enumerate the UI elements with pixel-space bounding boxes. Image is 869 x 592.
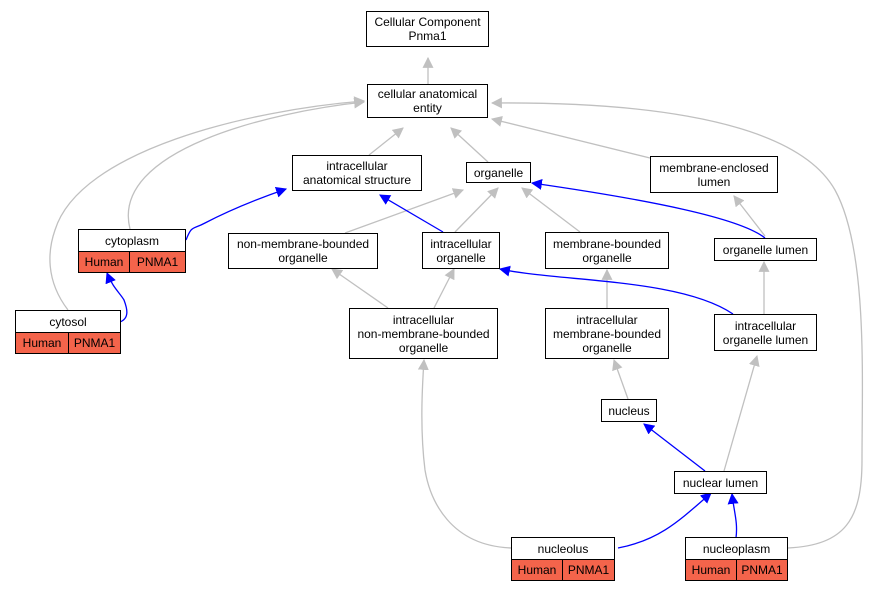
gene-cell: PNMA1 xyxy=(68,333,120,353)
gene-node-name: cytoplasm xyxy=(79,230,185,252)
node-intracellular-membrane-bounded-organelle[interactable]: intracellular membrane-bounded organelle xyxy=(545,308,669,359)
node-organelle-lumen[interactable]: organelle lumen xyxy=(714,238,817,261)
gene-node-nucleolus[interactable]: nucleolus Human PNMA1 xyxy=(511,537,615,581)
edge-nucleolus-inmbo xyxy=(417,358,513,549)
node-intracellular-organelle[interactable]: intracellular organelle xyxy=(422,232,500,269)
species-cell: Human xyxy=(691,563,731,577)
annotation-row: Human PNMA1 xyxy=(686,560,787,580)
annotation-row: Human PNMA1 xyxy=(79,252,185,272)
species-cell: Human xyxy=(84,255,124,269)
node-line: non-membrane-bounded xyxy=(236,237,370,251)
node-cellular-component[interactable]: Cellular Component Pnma1 xyxy=(366,11,489,47)
node-line: organelle xyxy=(582,340,632,355)
edge-mbo-organelle xyxy=(521,187,581,233)
gene-node-name: nucleolus xyxy=(512,538,614,560)
species-cell: Human xyxy=(22,336,62,350)
node-line: intracellular xyxy=(576,312,638,327)
edge-ol-mel xyxy=(733,195,766,237)
edge-cytosol-cytoplasm xyxy=(105,271,128,323)
edge-io-organelle xyxy=(454,187,499,233)
node-line: anatomical structure xyxy=(302,173,412,187)
gene-node-cytosol[interactable]: cytosol Human PNMA1 xyxy=(15,310,121,354)
edge-nucleoplasm-cae xyxy=(490,97,864,549)
edge-ias-cae xyxy=(368,127,404,156)
node-organelle[interactable]: organelle xyxy=(466,162,531,183)
edge-nl-iol xyxy=(723,354,760,472)
edge-nl-nucleus xyxy=(643,423,706,472)
node-line: membrane-bounded xyxy=(552,236,662,251)
node-line: intracellular xyxy=(430,236,492,251)
node-line: intracellular xyxy=(392,312,455,327)
edge-ol-organelle xyxy=(530,178,766,239)
gene-cell: PNMA1 xyxy=(129,252,185,272)
node-intracellular-organelle-lumen[interactable]: intracellular organelle lumen xyxy=(714,314,817,351)
gene-cell: PNMA1 xyxy=(736,560,787,580)
edge-nucleolus-nl xyxy=(617,492,712,549)
edge-organelle-cae xyxy=(450,127,489,163)
edge-nmbo-organelle xyxy=(344,188,465,234)
node-line: organelle xyxy=(582,250,632,265)
annotation-row: Human PNMA1 xyxy=(512,560,614,580)
node-line: Pnma1 xyxy=(408,29,447,43)
node-line: Cellular Component xyxy=(374,15,481,29)
node-line: cellular anatomical xyxy=(377,87,478,101)
edge-iol-io xyxy=(498,265,734,315)
edge-inmbo-nmbo xyxy=(331,268,389,309)
node-line: non-membrane-bounded xyxy=(357,326,490,341)
node-line: lumen xyxy=(697,174,731,189)
node-intracellular-anatomical-structure[interactable]: intracellular anatomical structure xyxy=(292,155,422,191)
node-line: organelle lumen xyxy=(722,242,809,257)
gene-node-nucleoplasm[interactable]: nucleoplasm Human PNMA1 xyxy=(685,537,788,581)
gene-node-name: cytosol xyxy=(16,311,120,333)
gene-node-name: nucleoplasm xyxy=(686,538,787,560)
node-line: organelle xyxy=(473,165,524,180)
edge-io-ias xyxy=(379,194,444,233)
node-line: entity xyxy=(413,101,442,115)
node-line: membrane-bounded xyxy=(552,326,662,341)
annotation-row: Human PNMA1 xyxy=(16,333,120,353)
gene-node-cytoplasm[interactable]: cytoplasm Human PNMA1 xyxy=(78,229,186,273)
node-line: nuclear lumen xyxy=(682,475,759,490)
species-cell: Human xyxy=(517,563,557,577)
edge-cytoplasm-cae xyxy=(127,97,366,230)
node-line: organelle xyxy=(278,251,328,265)
node-line: intracellular xyxy=(734,318,797,333)
node-membrane-enclosed-lumen[interactable]: membrane-enclosed lumen xyxy=(650,156,778,193)
node-nuclear-lumen[interactable]: nuclear lumen xyxy=(674,471,767,494)
node-line: organelle xyxy=(398,340,449,355)
node-intracellular-non-membrane-bounded-organelle[interactable]: intracellular non-membrane-bounded organ… xyxy=(349,308,498,359)
node-cellular-anatomical-entity[interactable]: cellular anatomical entity xyxy=(367,84,488,118)
node-non-membrane-bounded-organelle[interactable]: non-membrane-bounded organelle xyxy=(228,233,378,269)
gene-cell: PNMA1 xyxy=(562,560,614,580)
edge-cytosol-cae xyxy=(49,96,366,311)
node-line: intracellular xyxy=(326,159,388,173)
node-line: organelle lumen xyxy=(722,332,809,347)
node-nucleus[interactable]: nucleus xyxy=(601,399,657,422)
edge-cytoplasm-ias xyxy=(185,187,288,241)
edge-inmbo-io xyxy=(433,268,455,309)
node-membrane-bounded-organelle[interactable]: membrane-bounded organelle xyxy=(545,232,669,269)
node-line: organelle xyxy=(436,250,486,265)
edge-nucleoplasm-nl xyxy=(727,492,739,539)
node-line: nucleus xyxy=(608,403,650,418)
node-line: membrane-enclosed xyxy=(659,160,769,175)
edge-mel-cae xyxy=(490,116,651,159)
edge-nucleus-imbo xyxy=(612,358,629,400)
